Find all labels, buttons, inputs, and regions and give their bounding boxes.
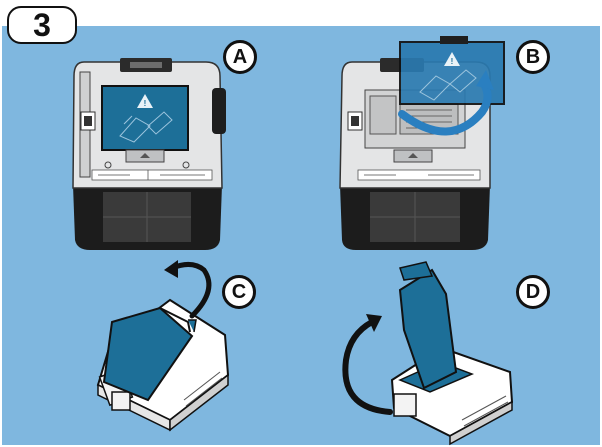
printer-b-illustration: ! [339,36,505,250]
panel-b-label: B [525,46,541,68]
printer-a-illustration: ! [72,58,226,250]
step-number: 3 [33,7,51,43]
panel-a-label: A [232,46,248,68]
step-number-box: 3 [7,6,77,44]
panel-c-label: C [231,281,247,303]
printer-d-illustration [342,261,514,446]
panel-a-badge: A [223,40,257,74]
panel-b-badge: B [516,40,550,74]
svg-text:!: ! [144,99,147,108]
panel-d-badge: D [516,275,550,309]
svg-text:!: ! [451,57,454,66]
printer-c-illustration [96,260,230,432]
panel-c-badge: C [222,275,256,309]
panel-d-label: D [525,281,541,303]
